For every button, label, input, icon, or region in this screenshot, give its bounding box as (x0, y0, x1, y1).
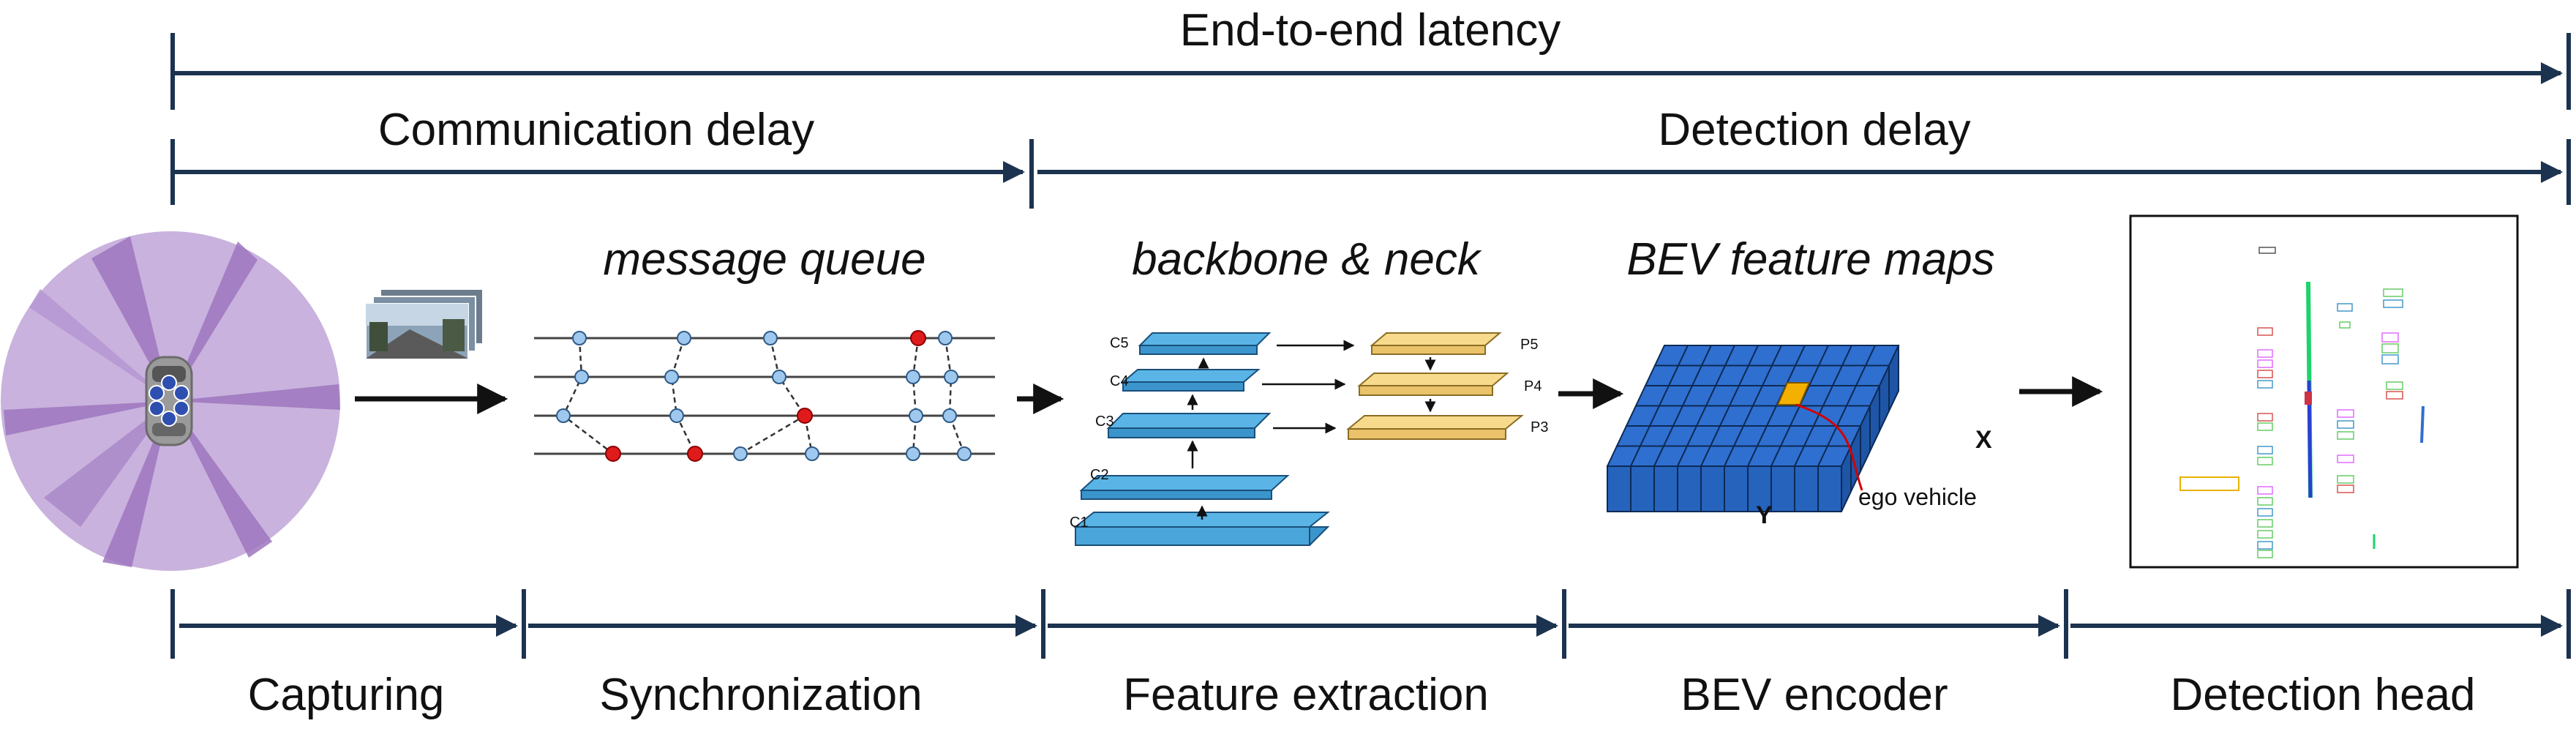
detection-output-panel (2129, 214, 2519, 569)
communication-delay-label: Communication delay (378, 105, 814, 155)
bev-y-label: Y (1756, 501, 1773, 529)
camera-images-icon (365, 288, 484, 359)
bev-front-cell (1607, 465, 1631, 512)
layer-label-p4: P4 (1524, 378, 1542, 394)
stage-label-synchronization: Synchronization (599, 670, 922, 720)
ego-cell (1776, 382, 1811, 405)
bev-ego-label: ego vehicle (1858, 484, 1977, 510)
layer-label-c2: C2 (1090, 467, 1109, 483)
layer-label-c3: C3 (1095, 414, 1114, 430)
bev-grid (1606, 345, 1900, 512)
neck-layers (1346, 332, 1524, 440)
detection-delay-label: Detection delay (1658, 105, 1970, 155)
bev-title: BEV feature maps (1626, 234, 1994, 285)
stage-label-bev-encoder: BEV encoder (1681, 670, 1948, 720)
bev-front-cell (1724, 465, 1749, 512)
bev-front-cell (1700, 465, 1725, 512)
layer-label-c5: C5 (1110, 335, 1129, 351)
bev-side-cell (1841, 446, 1852, 512)
stage-label-detection-head: Detection head (2170, 670, 2475, 720)
bev-front-cell (1794, 465, 1819, 512)
ego-pointer (1795, 403, 1863, 491)
end-to-end-latency-label: End-to-end latency (1180, 5, 1561, 56)
layer-label-p5: P5 (1520, 337, 1538, 353)
communication-delay-bar (170, 139, 1034, 209)
stage-label-capturing: Capturing (248, 670, 445, 720)
message-queue-title: message queue (603, 234, 925, 285)
bev-front-cell (1817, 465, 1842, 512)
detection-delay-bar (1037, 139, 2571, 205)
message-queue-graph (534, 330, 995, 462)
backbone-layers (1073, 332, 1330, 546)
bev-front-cell (1677, 465, 1702, 512)
backbone-title: backbone & neck (1132, 234, 1482, 285)
bev-front-cell (1770, 465, 1795, 512)
end-to-end-latency-bar (170, 33, 2571, 110)
layer-label-c4: C4 (1110, 373, 1129, 389)
bev-x-label: X (1975, 426, 1992, 454)
sensor-coverage-disc (1, 231, 340, 571)
car-icon (145, 356, 193, 446)
bev-front-cell (1653, 465, 1678, 512)
layer-label-p3: P3 (1531, 419, 1548, 435)
backbone-connections (1187, 340, 1436, 520)
bev-front-cell (1630, 465, 1655, 512)
stage-bar (170, 589, 2571, 659)
layer-label-c1: C1 (1070, 515, 1089, 531)
stage-label-feature-extraction: Feature extraction (1123, 670, 1489, 720)
